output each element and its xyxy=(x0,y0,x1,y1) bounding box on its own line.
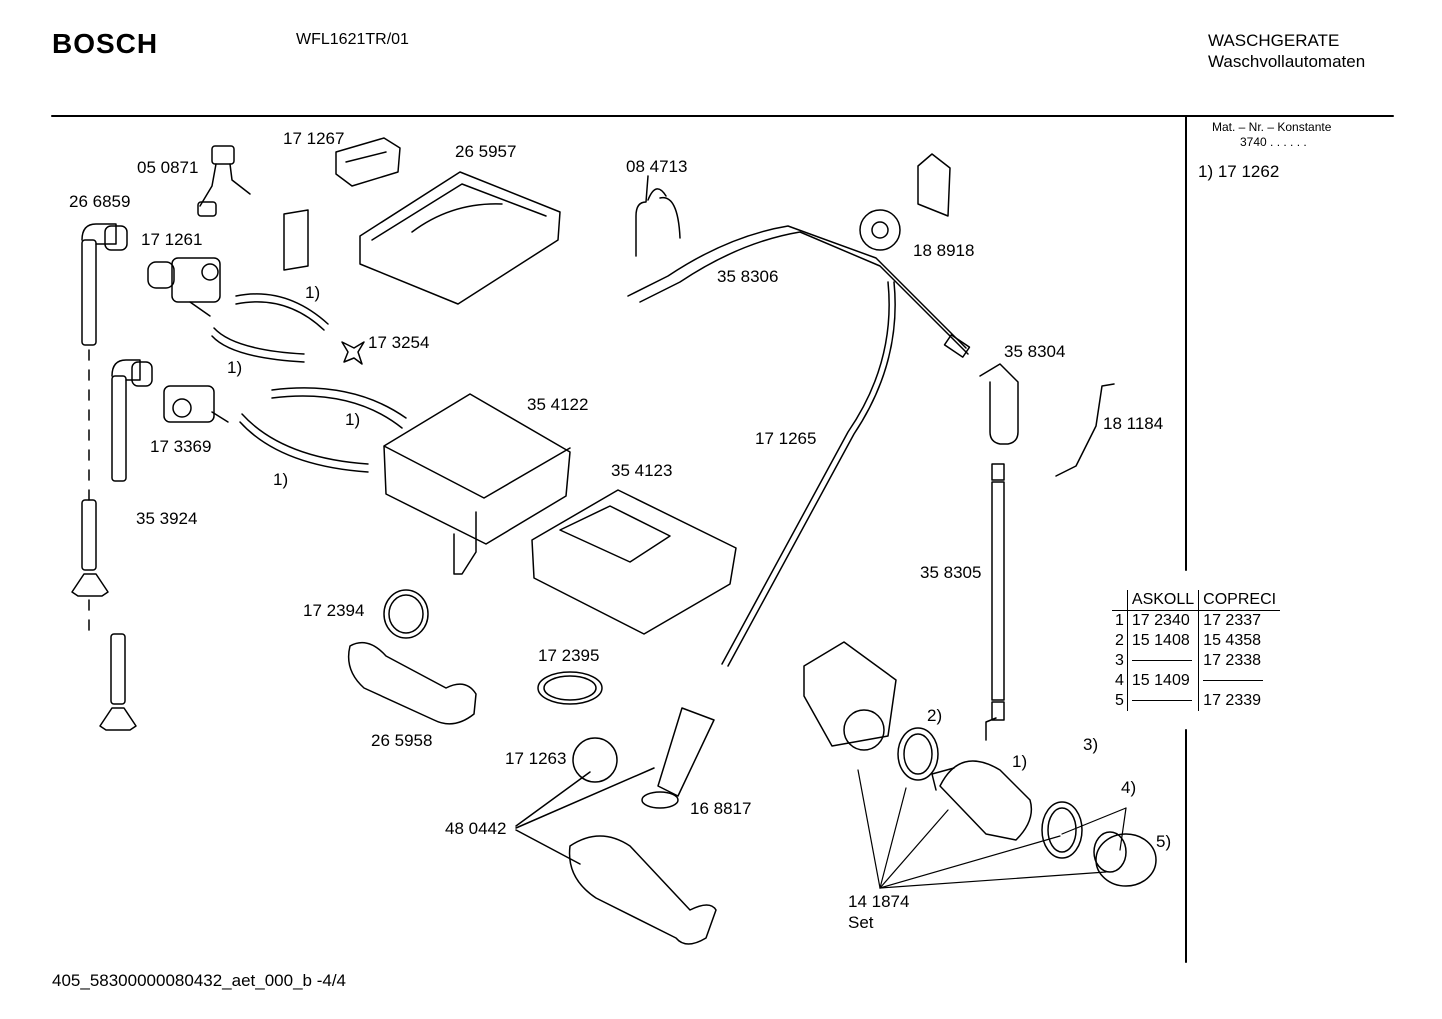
footnote-part: 1) 17 1262 xyxy=(1198,162,1280,181)
part-label: 26 5957 xyxy=(455,142,517,161)
brand-logo: BOSCH xyxy=(52,28,159,59)
copreci-cell: 15 4358 xyxy=(1203,632,1262,649)
part-label: 35 3924 xyxy=(136,509,198,528)
part-label: 35 8306 xyxy=(717,267,779,286)
category-title: WASCHGERATE xyxy=(1208,31,1340,50)
sump-hose-part xyxy=(568,835,717,945)
callout-label: 4) xyxy=(1121,778,1137,797)
table-row: 2 15 1408 15 4358 xyxy=(1112,631,1280,651)
hose-assembly-part xyxy=(71,223,153,731)
callout-label: 1) xyxy=(345,410,361,429)
part-label: 26 5958 xyxy=(371,731,433,750)
askoll-cell: 15 1408 xyxy=(1127,631,1200,651)
column-header-askoll: ASKOLL xyxy=(1127,590,1200,611)
part-label: 17 3254 xyxy=(368,333,430,352)
model-number: WFL1621TR/01 xyxy=(296,31,409,48)
row-index: 1 xyxy=(1112,610,1128,631)
pressure-hose-part xyxy=(639,231,969,355)
part-label: 26 6859 xyxy=(69,192,131,211)
part-label: 17 1263 xyxy=(505,749,567,768)
callout-label: 5) xyxy=(1156,832,1172,851)
table-row: 4 15 1409 xyxy=(1112,671,1280,691)
copreci-cell: 17 2338 xyxy=(1203,652,1262,669)
material-number-label: Mat. – Nr. – Konstante xyxy=(1212,120,1332,134)
part-label: 17 1265 xyxy=(755,429,817,448)
drawer-housing-part xyxy=(383,393,571,575)
part-label: 08 4713 xyxy=(626,157,688,176)
pump-leader-lines xyxy=(857,769,1127,889)
drain-pump-part xyxy=(803,641,1157,887)
column-header-copreci: COPRECI xyxy=(1198,590,1281,611)
ball-valve-part xyxy=(572,737,618,783)
part-label: 18 8918 xyxy=(913,241,975,260)
copreci-cell: 17 2337 xyxy=(1203,612,1262,629)
row-index: 5 xyxy=(1112,691,1128,711)
variant-table: ASKOLL COPRECI 1 17 2340 17 2337 2 15 14… xyxy=(1112,590,1281,711)
part-label: 14 1874 xyxy=(848,892,910,911)
konstante-value: 3740 . . . . . . xyxy=(1240,135,1307,149)
heater-rod-part xyxy=(657,707,715,797)
drain-tube-part xyxy=(991,463,1005,721)
part-label: 17 2395 xyxy=(538,646,600,665)
t-connector-part xyxy=(341,341,365,365)
part-label: 48 0442 xyxy=(445,819,507,838)
part-label: 35 8305 xyxy=(920,563,982,582)
document-id: 405_58300000080432_aet_000_b -4/4 xyxy=(52,971,347,990)
part-label: 35 4122 xyxy=(527,395,589,414)
callout-label: 1) xyxy=(273,470,289,489)
table-row: 1 17 2340 17 2337 xyxy=(1112,610,1280,631)
askoll-cell-empty xyxy=(1127,691,1200,711)
callout-label: 1) xyxy=(227,358,243,377)
seal-ring-part xyxy=(383,589,429,639)
y-connector-part xyxy=(197,145,251,217)
air-hose-part xyxy=(721,281,890,665)
rod-part xyxy=(1055,383,1115,477)
part-label: 16 8817 xyxy=(690,799,752,818)
callout-label: 2) xyxy=(927,706,943,725)
housing-cover-part xyxy=(335,137,401,187)
part-label: 17 2394 xyxy=(303,601,365,620)
index-header xyxy=(1112,590,1128,611)
part-label: 05 0871 xyxy=(137,158,199,177)
part-label: 35 8304 xyxy=(1004,342,1066,361)
copreci-cell-empty xyxy=(1199,671,1280,691)
pressure-switch-part xyxy=(859,153,951,251)
row-index: 3 xyxy=(1112,651,1128,671)
connection-hoses-part xyxy=(211,293,407,473)
dispenser-drawer-part xyxy=(531,489,737,635)
copreci-cell: 17 2339 xyxy=(1203,692,1262,709)
part-label-set: Set xyxy=(848,913,874,932)
seal-ring-small-part xyxy=(537,671,603,705)
row-index: 4 xyxy=(1112,671,1128,691)
callout-label: 1) xyxy=(305,283,321,302)
solenoid-valve-part xyxy=(147,257,221,317)
part-label: 17 3369 xyxy=(150,437,212,456)
askoll-cell: 17 2340 xyxy=(1127,610,1200,631)
label-plate-part xyxy=(283,209,309,271)
hose-sleeve-part xyxy=(347,641,477,725)
solenoid-valve-small-part xyxy=(163,385,229,423)
part-label: 17 1267 xyxy=(283,129,345,148)
table-row: 5 17 2339 xyxy=(1112,691,1280,711)
part-label: 35 4123 xyxy=(611,461,673,480)
table-row: 3 17 2338 xyxy=(1112,651,1280,671)
callout-label: 1) xyxy=(1012,752,1028,771)
askoll-cell-empty xyxy=(1127,651,1200,671)
row-index: 2 xyxy=(1112,631,1128,651)
drawer-cover-frame-part xyxy=(359,171,561,305)
category-subtitle: Waschvollautomaten xyxy=(1208,52,1366,71)
variant-table-header: ASKOLL COPRECI xyxy=(1112,590,1281,611)
callout-label: 3) xyxy=(1083,735,1099,754)
askoll-cell: 15 1409 xyxy=(1127,671,1200,691)
part-label: 18 1184 xyxy=(1103,414,1164,433)
air-chamber-part xyxy=(979,363,1019,445)
part-label: 17 1261 xyxy=(141,230,203,249)
bracket-part xyxy=(635,175,681,257)
